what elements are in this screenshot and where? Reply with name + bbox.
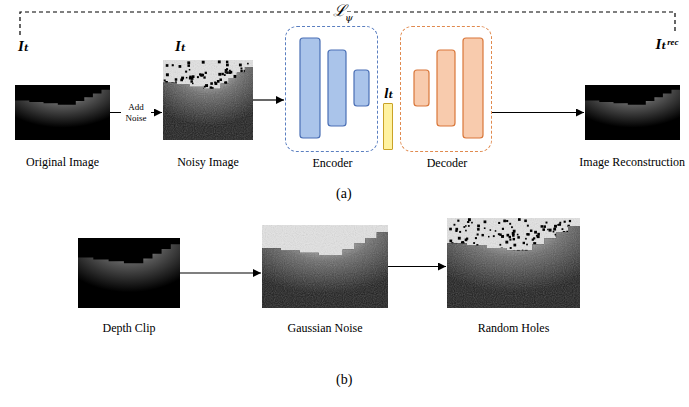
image-panel: IₜNoisy Image <box>163 60 253 140</box>
noise-overlay <box>163 60 253 140</box>
math-symbol: Iₜ <box>175 38 186 55</box>
math-symbol: lₜ <box>384 85 394 102</box>
panel-label: (b) <box>336 372 352 387</box>
random-holes <box>449 218 581 256</box>
depth-image <box>585 85 680 140</box>
image-ground <box>163 60 253 140</box>
arrow-connector <box>180 272 261 273</box>
noise-overlay <box>447 218 580 308</box>
math-symbol: Iₜʳᵉᶜ <box>656 36 679 53</box>
caption: Image Reconstruction <box>579 156 685 169</box>
floor-region <box>15 86 110 140</box>
encoder-layers <box>300 38 369 138</box>
depth-image <box>447 218 581 308</box>
image-ground <box>585 85 680 140</box>
latent-bar: lₜ <box>383 103 393 150</box>
depth-image <box>163 60 255 140</box>
arrow-connector <box>492 112 584 113</box>
decoder-box: Decoder <box>400 26 492 152</box>
image-panel: IₜOriginal Image <box>15 85 110 140</box>
image-panel: Gaussian Noise <box>262 225 388 308</box>
edge-label: Add Noise <box>121 102 151 123</box>
caption: Decoder <box>427 157 468 170</box>
caption: Noisy Image <box>177 156 239 169</box>
panel-label: (a) <box>336 186 352 201</box>
image-ground <box>262 225 388 308</box>
image-ground <box>447 218 580 308</box>
arrow-connector <box>253 99 284 100</box>
caption: Gaussian Noise <box>288 322 363 335</box>
decoder-layers <box>414 38 483 138</box>
caption: Random Holes <box>478 322 550 335</box>
encoder-box: Encoder <box>285 26 378 152</box>
image-panel: IₜʳᵉᶜImage Reconstruction <box>585 85 680 140</box>
image-panel: Random Holes <box>447 218 580 308</box>
caption: Encoder <box>313 157 353 170</box>
caption: Original Image <box>26 156 99 169</box>
arrow-connector <box>388 266 446 267</box>
loss-subscript: ψ <box>345 12 353 23</box>
depth-image <box>15 85 110 140</box>
floor-region <box>78 239 180 308</box>
floor-region <box>585 86 680 140</box>
depth-image <box>78 238 180 308</box>
loss-bracket <box>20 12 675 35</box>
depth-images <box>15 60 680 308</box>
noise-overlay <box>262 225 388 308</box>
image-panel: Depth Clip <box>78 238 180 308</box>
image-ground <box>78 238 180 308</box>
image-ground <box>15 85 110 140</box>
math-symbol: Iₜ <box>18 38 29 55</box>
random-holes <box>164 60 256 94</box>
caption: Depth Clip <box>103 322 156 335</box>
depth-image <box>262 225 388 308</box>
